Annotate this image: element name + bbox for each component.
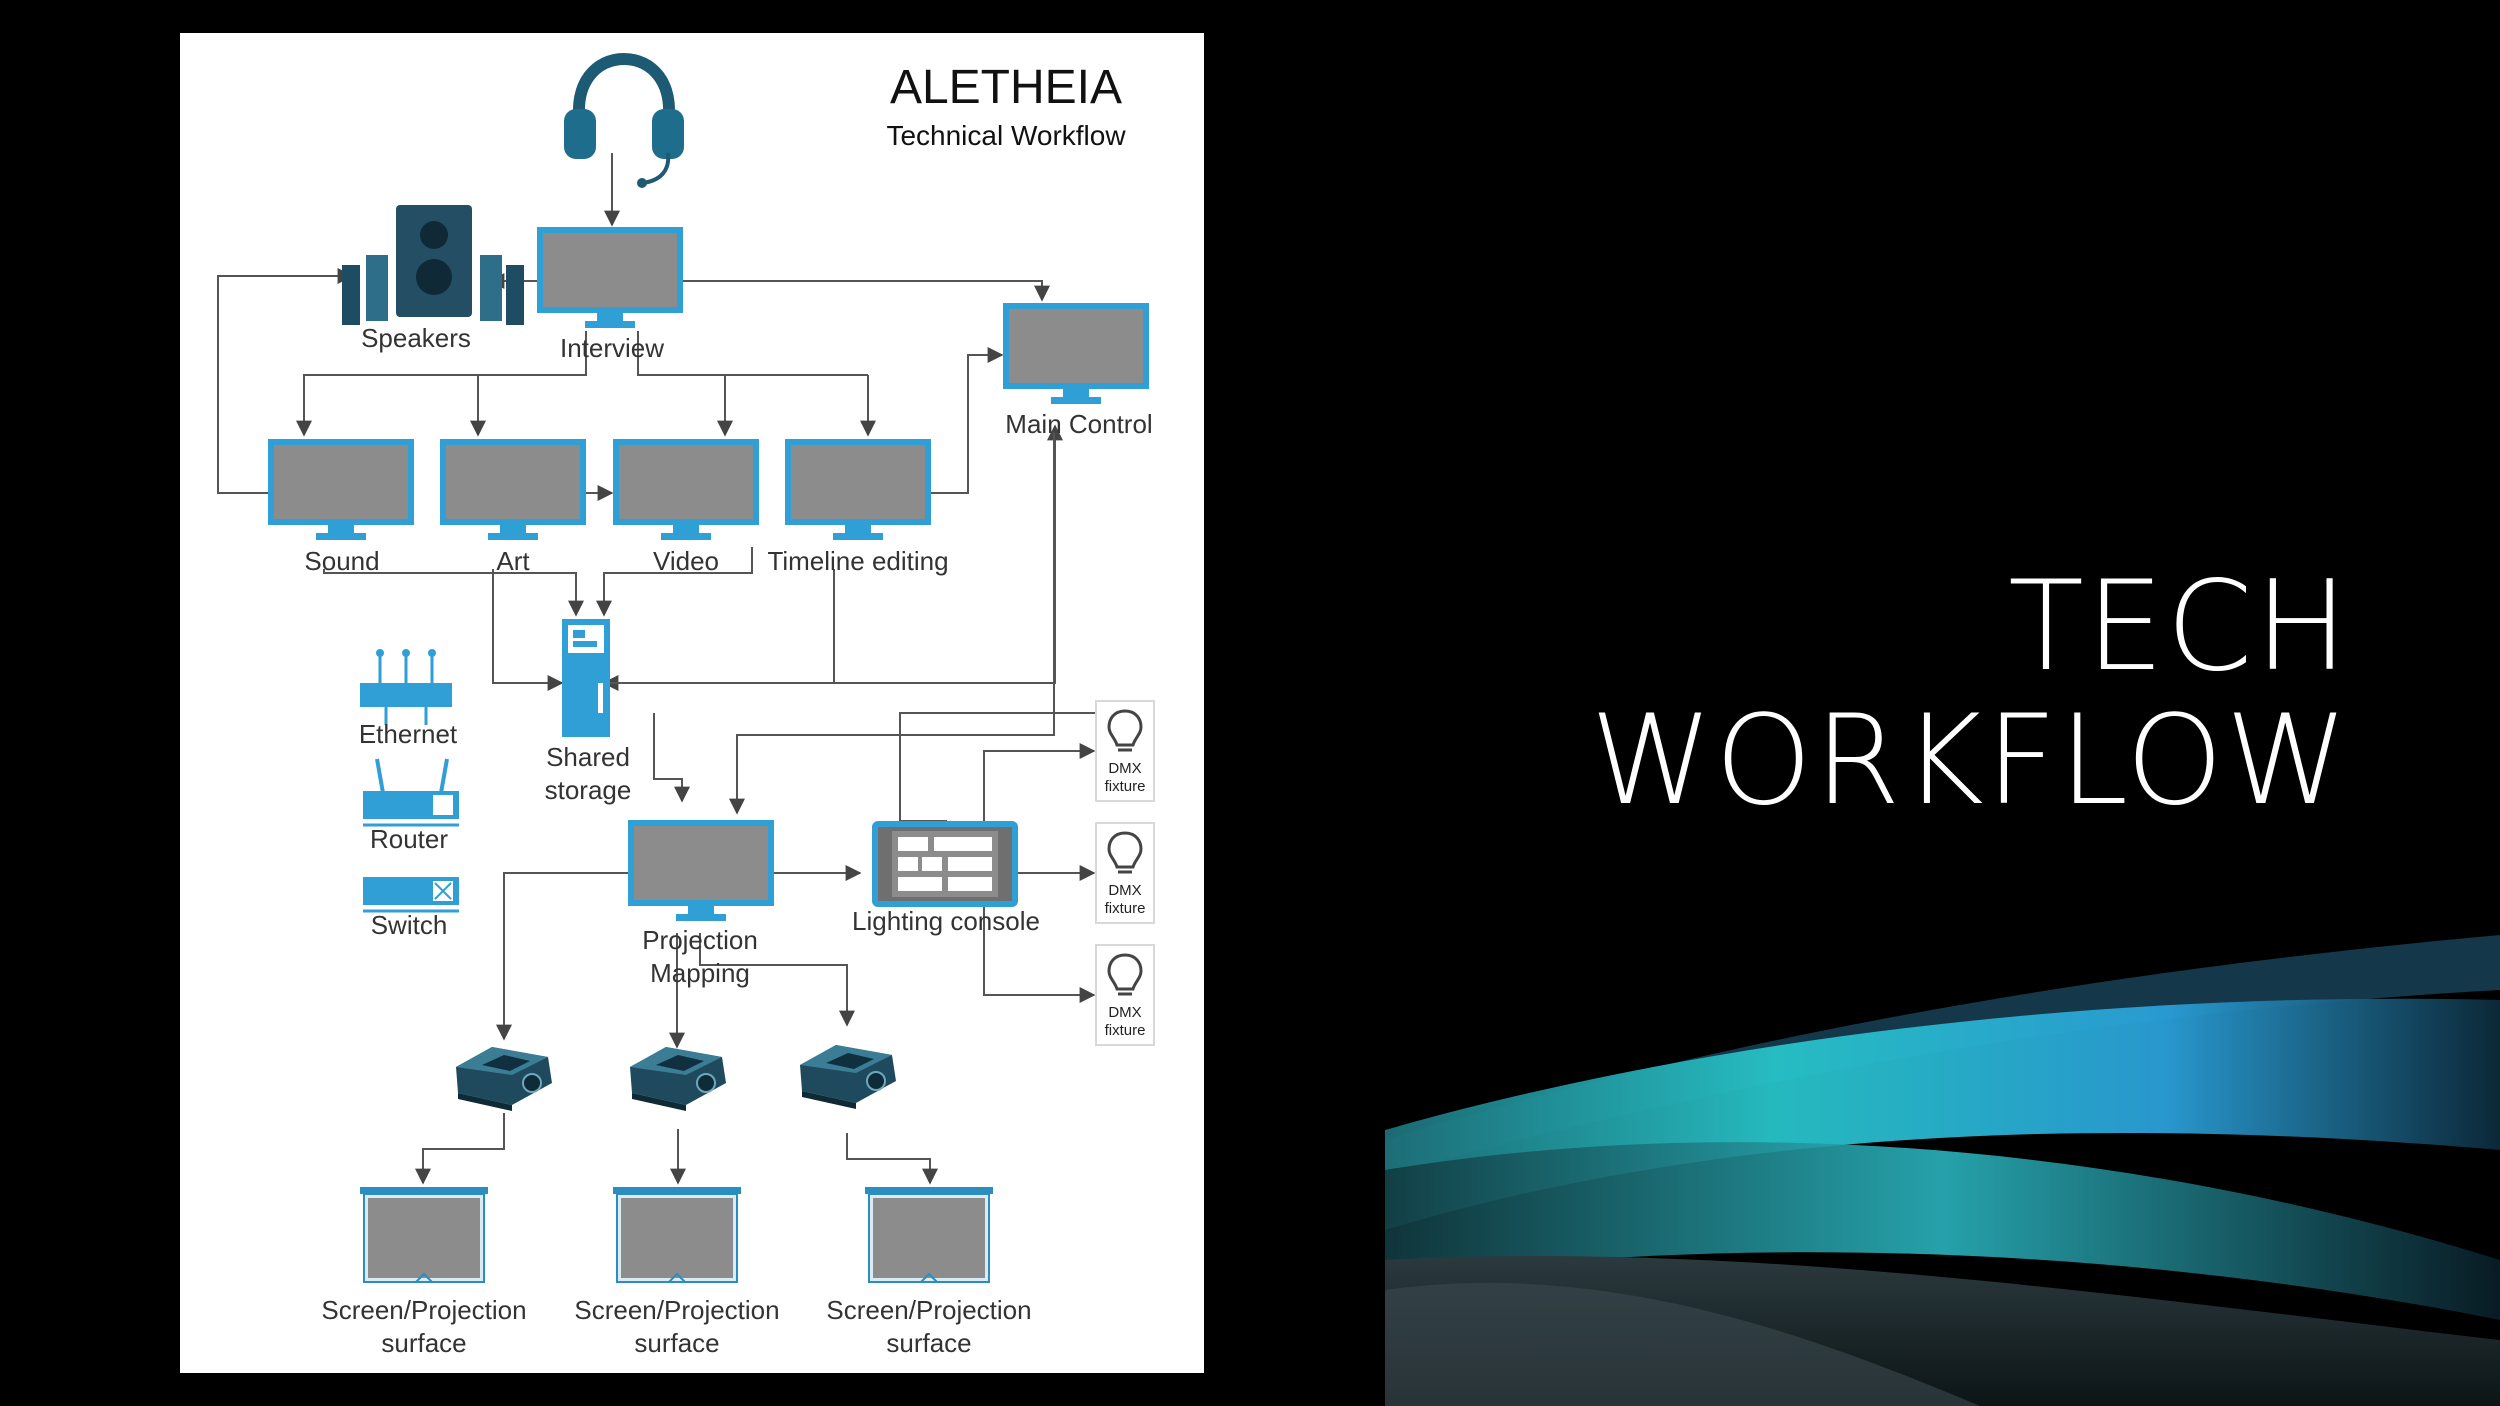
timeline-editing-label: Timeline editing <box>767 546 948 576</box>
lighting-console-label: Lighting console <box>852 906 1040 936</box>
slide-title: TECH WORKFLOW <box>1350 560 2350 828</box>
slide-title-line2: WORKFLOW <box>1590 689 2350 833</box>
art-monitor <box>440 439 586 540</box>
dmx-fixture-1-label-line1: DMX <box>1108 760 1141 777</box>
interview-label: Interview <box>560 333 664 363</box>
diagram-title: ALETHEIA <box>890 61 1122 114</box>
projector-2-icon <box>629 1046 727 1112</box>
shared-storage-label-line1: Shared <box>546 742 630 772</box>
connection-arrows <box>217 153 1104 1185</box>
dmx-fixture-3-label-line1: DMX <box>1108 1004 1141 1021</box>
dmx-fixture-2-label-line2: fixture <box>1105 900 1146 917</box>
screen-surface-3-label-line1: Screen/Projection <box>826 1295 1031 1325</box>
video-label: Video <box>653 546 719 576</box>
screen-surface-2 <box>612 1186 742 1283</box>
screen-surface-2-label-line2: surface <box>634 1328 719 1358</box>
diagram-subtitle: Technical Workflow <box>886 120 1126 151</box>
projection-mapping-label-line1: Projection <box>642 925 758 955</box>
dmx-fixture-1-label-line2: fixture <box>1105 778 1146 795</box>
screen-surface-1-label-line2: surface <box>381 1328 466 1358</box>
headset-icon <box>564 52 684 188</box>
dmx-fixture-2-label-line1: DMX <box>1108 882 1141 899</box>
main-control-monitor <box>1003 303 1149 404</box>
dmx-fixture-1: DMX fixture <box>1094 699 1156 803</box>
speakers-label: Speakers <box>361 323 471 353</box>
ethernet-icon <box>360 649 452 725</box>
shared-storage-icon <box>562 619 610 737</box>
dmx-fixture-3: DMX fixture <box>1094 943 1156 1047</box>
lighting-console-icon <box>872 821 1018 907</box>
projector-1-icon <box>455 1046 553 1112</box>
timeline-editing-monitor <box>785 439 931 540</box>
router-icon <box>363 758 459 827</box>
dmx-fixture-2: DMX fixture <box>1094 821 1156 925</box>
projector-3-icon <box>799 1044 897 1110</box>
main-control-label: Main Control <box>1005 409 1152 439</box>
workflow-diagram: ALETHEIA Technical Workflow Speakers <box>180 33 1204 1373</box>
switch-label: Switch <box>371 910 448 940</box>
screen-surface-3 <box>864 1186 994 1283</box>
projection-mapping-monitor <box>628 820 774 921</box>
art-label: Art <box>496 546 530 576</box>
screen-surface-2-label-line1: Screen/Projection <box>574 1295 779 1325</box>
sound-label: Sound <box>304 546 379 576</box>
shared-storage-label-line2: storage <box>545 775 632 805</box>
dmx-fixture-3-label-line2: fixture <box>1105 1022 1146 1039</box>
sound-monitor <box>268 439 414 540</box>
switch-icon <box>363 877 459 913</box>
ethernet-label: Ethernet <box>359 719 458 749</box>
interview-monitor <box>537 227 683 328</box>
projection-mapping-label-line2: Mapping <box>650 958 750 988</box>
screen-surface-1-label-line1: Screen/Projection <box>321 1295 526 1325</box>
screen-surface-1 <box>359 1186 489 1283</box>
video-monitor <box>613 439 759 540</box>
slide-title-line1: TECH <box>2008 555 2350 699</box>
router-label: Router <box>370 824 448 854</box>
speakers-icon <box>342 205 524 325</box>
screen-surface-3-label-line2: surface <box>886 1328 971 1358</box>
workflow-diagram-svg: ALETHEIA Technical Workflow Speakers <box>217 52 1156 1358</box>
